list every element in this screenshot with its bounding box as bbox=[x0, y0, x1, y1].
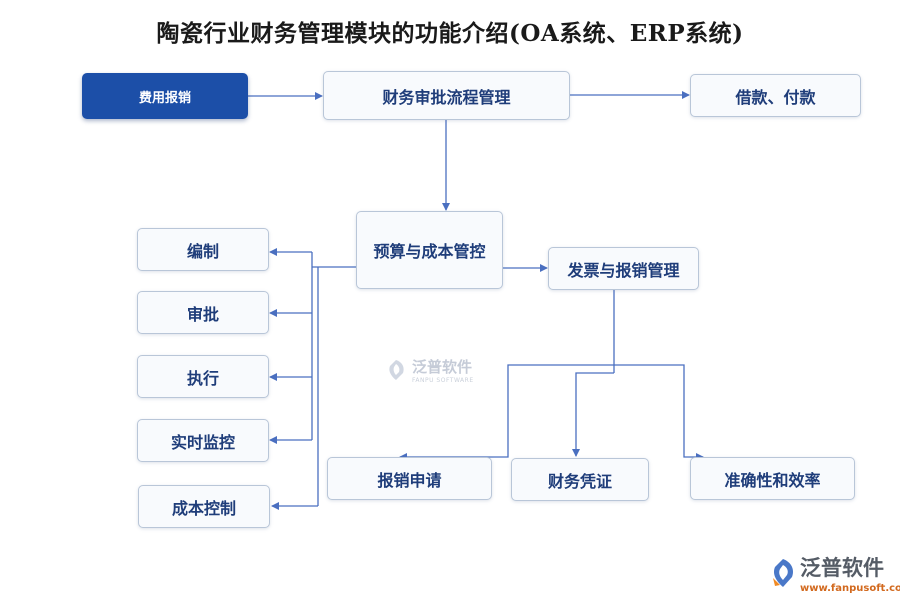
expense-reimbursement-node: 费用报销 bbox=[82, 73, 248, 119]
accuracy-efficiency-node: 准确性和效率 bbox=[690, 457, 855, 500]
loan-payment-node: 借款、付款 bbox=[690, 74, 861, 117]
diagram-title: 陶瓷行业财务管理模块的功能介绍(OA系统、ERP系统) bbox=[156, 20, 744, 47]
compile-node: 编制 bbox=[137, 228, 269, 271]
review-node: 审批 bbox=[137, 291, 269, 334]
budget-cost-node: 预算与成本管控 bbox=[356, 211, 503, 289]
execute-node: 执行 bbox=[137, 355, 269, 398]
corner-watermark-brand: 泛普软件 bbox=[800, 556, 884, 580]
center-watermark: 泛普软件 FANPU SOFTWARE bbox=[384, 356, 474, 384]
watermark-subtitle: FANPU SOFTWARE bbox=[412, 377, 474, 384]
arrow-to-accuracy bbox=[614, 364, 704, 461]
arrow-to-voucher bbox=[572, 372, 614, 457]
cost-control-node: 成本控制 bbox=[138, 485, 270, 528]
financial-voucher-node: 财务凭证 bbox=[511, 458, 649, 501]
invoice-management-node: 发票与报销管理 bbox=[548, 247, 699, 290]
corner-watermark: 泛普软件 www.fanpusoft.com bbox=[770, 552, 900, 594]
watermark-brand: 泛普软件 bbox=[412, 358, 473, 376]
fanpu-logo-icon bbox=[389, 360, 404, 380]
realtime-monitor-node: 实时监控 bbox=[137, 419, 269, 462]
fanpu-logo-icon bbox=[773, 559, 793, 587]
approval-flow-node: 财务审批流程管理 bbox=[323, 71, 570, 120]
reimburse-apply-node: 报销申请 bbox=[327, 457, 492, 500]
corner-watermark-url: www.fanpusoft.com bbox=[800, 583, 900, 594]
